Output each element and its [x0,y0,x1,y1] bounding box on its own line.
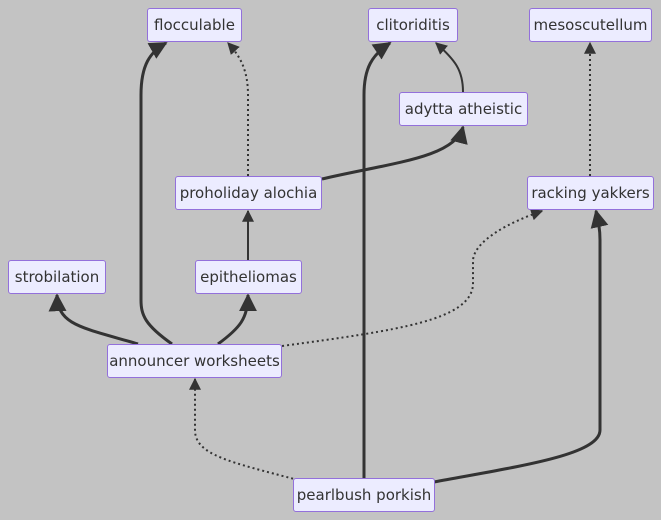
node-adytta-atheistic[interactable]: adytta atheistic [399,92,528,126]
edge-pearlbush-porkish-to-racking-yakkers [433,209,609,484]
node-clitoriditis[interactable]: clitoriditis [368,8,458,42]
node-label: racking yakkers [531,184,650,202]
edge-proholiday-alochia-to-flocculable [227,42,249,176]
node-label: flocculable [154,16,235,34]
edge-announcer-worksheets-to-flocculable [139,41,173,346]
node-mesoscutellum[interactable]: mesoscutellum [529,8,652,42]
node-label: epitheliomas [200,268,297,286]
node-label: adytta atheistic [404,100,523,118]
node-announcer-worksheets[interactable]: announcer worksheets [107,344,282,378]
node-pearlbush-porkish[interactable]: pearlbush porkish [293,478,435,512]
edge-announcer-worksheets-to-strobilation [48,293,139,346]
node-strobilation[interactable]: strobilation [8,260,106,294]
node-label: announcer worksheets [109,352,280,370]
node-label: clitoriditis [376,16,450,34]
edge-announcer-worksheets-to-epitheliomas [217,293,257,346]
edge-proholiday-alochia-to-adytta-atheistic [321,125,468,181]
node-proholiday-alochia[interactable]: proholiday alochia [175,176,322,210]
node-label: mesoscutellum [533,16,648,34]
node-flocculable[interactable]: flocculable [147,8,242,42]
node-racking-yakkers[interactable]: racking yakkers [527,176,654,210]
node-label: pearlbush porkish [296,486,432,504]
node-label: proholiday alochia [179,184,318,202]
node-epitheliomas[interactable]: epitheliomas [195,260,302,294]
edge-pearlbush-porkish-to-clitoriditis [362,41,392,478]
edge-adytta-atheistic-to-clitoriditis [435,42,464,93]
edge-announcer-worksheets-to-racking-yakkers [281,208,544,347]
node-label: strobilation [14,268,100,286]
edge-pearlbush-porkish-to-announcer-worksheets [189,377,299,481]
